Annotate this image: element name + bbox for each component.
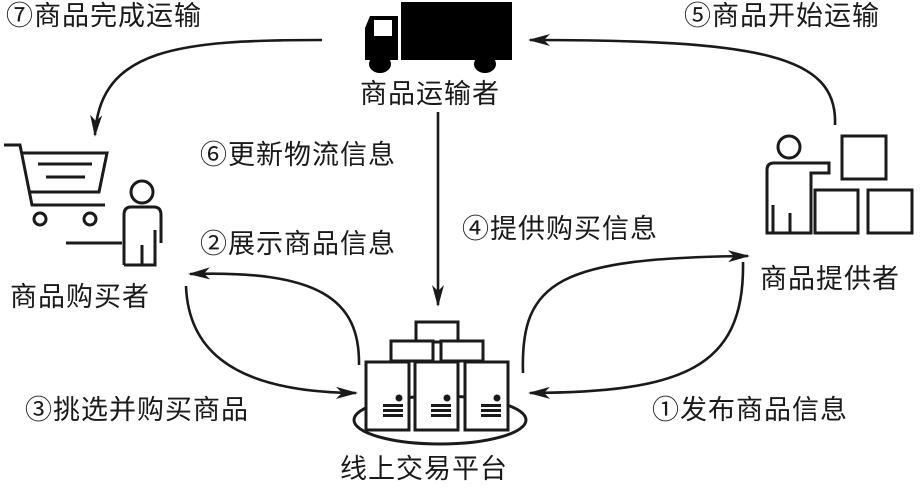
step-3-label: ③挑选并购买商品: [25, 395, 249, 426]
server-cluster-icon: [352, 320, 528, 446]
arrow-step-3: [184, 285, 358, 399]
truck-icon: [365, 2, 512, 73]
step-1-label: ①发布商品信息: [652, 395, 848, 426]
platform-label: 线上交易平台: [340, 454, 508, 485]
step-5-label: ⑤商品开始运输: [684, 1, 880, 32]
step-2-label: ②展示商品信息: [200, 229, 396, 260]
arrow-step-1: [528, 261, 745, 399]
transporter-label: 商品运输者: [360, 79, 500, 110]
provider-person-boxes-icon: [765, 134, 914, 235]
provider-label: 商品提供者: [760, 264, 900, 295]
step-7-label: ⑦商品完成运输: [6, 1, 202, 32]
step-4-label: ④提供购买信息: [462, 214, 658, 245]
buyer-label: 商品购买者: [10, 282, 150, 313]
step-6-label: ⑥更新物流信息: [200, 140, 396, 171]
shopping-cart-icon: [4, 143, 122, 245]
arrow-step-2: [188, 267, 361, 366]
arrow-step-5: [528, 34, 837, 126]
arrow-step-7: [90, 38, 323, 137]
arrow-step-4: [521, 250, 750, 374]
buyer-person-icon: [122, 179, 163, 267]
